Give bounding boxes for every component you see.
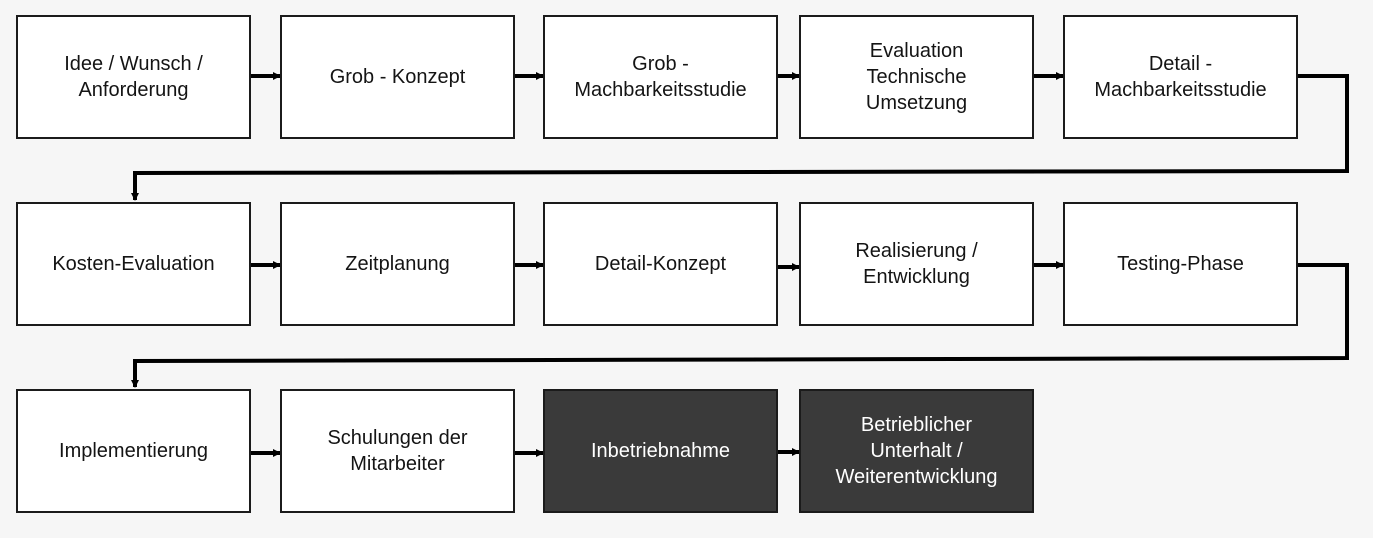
step-implementierung: Implementierung bbox=[16, 389, 251, 513]
step-zeitplanung: Zeitplanung bbox=[280, 202, 515, 326]
step-inbetriebnahme: Inbetriebnahme bbox=[543, 389, 778, 513]
step-kosten-evaluation: Kosten-Evaluation bbox=[16, 202, 251, 326]
step-detail-konzept: Detail-Konzept bbox=[543, 202, 778, 326]
step-grob-machbarkeitsstudie: Grob - Machbarkeitsstudie bbox=[543, 15, 778, 139]
step-grob-konzept: Grob - Konzept bbox=[280, 15, 515, 139]
step-betrieblicher-unterhalt: Betrieblicher Unterhalt / Weiterentwickl… bbox=[799, 389, 1034, 513]
step-detail-machbarkeitsstudie: Detail - Machbarkeitsstudie bbox=[1063, 15, 1298, 139]
wrap-connector bbox=[131, 74, 1349, 201]
step-idee-wunsch-anforderung: Idee / Wunsch / Anforderung bbox=[16, 15, 251, 139]
step-schulungen-der-mitarbeiter: Schulungen der Mitarbeiter bbox=[280, 389, 515, 513]
step-testing-phase: Testing-Phase bbox=[1063, 202, 1298, 326]
wrap-connector bbox=[131, 263, 1349, 388]
step-evaluation-technische-umsetzung: Evaluation Technische Umsetzung bbox=[799, 15, 1034, 139]
step-realisierung-entwicklung: Realisierung / Entwicklung bbox=[799, 202, 1034, 326]
